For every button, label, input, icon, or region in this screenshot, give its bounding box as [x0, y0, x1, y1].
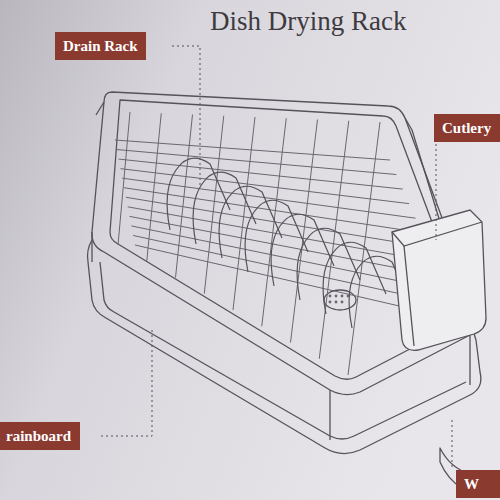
- label-text: W: [464, 475, 479, 493]
- part-label: Cutlery: [434, 114, 500, 142]
- drain-holes: [329, 295, 350, 304]
- product-title: Dish Drying Rack: [210, 6, 406, 37]
- label-text: Drain Rack: [63, 37, 138, 55]
- part-label: W: [456, 470, 500, 498]
- part-label: Drain Rack: [55, 32, 146, 60]
- plate-rack: [167, 158, 412, 328]
- cutlery-holder: [392, 210, 486, 350]
- leader-lines: [100, 46, 452, 470]
- label-text: rainboard: [6, 427, 71, 445]
- label-text: Cutlery: [442, 119, 491, 137]
- part-label: rainboard: [0, 422, 80, 450]
